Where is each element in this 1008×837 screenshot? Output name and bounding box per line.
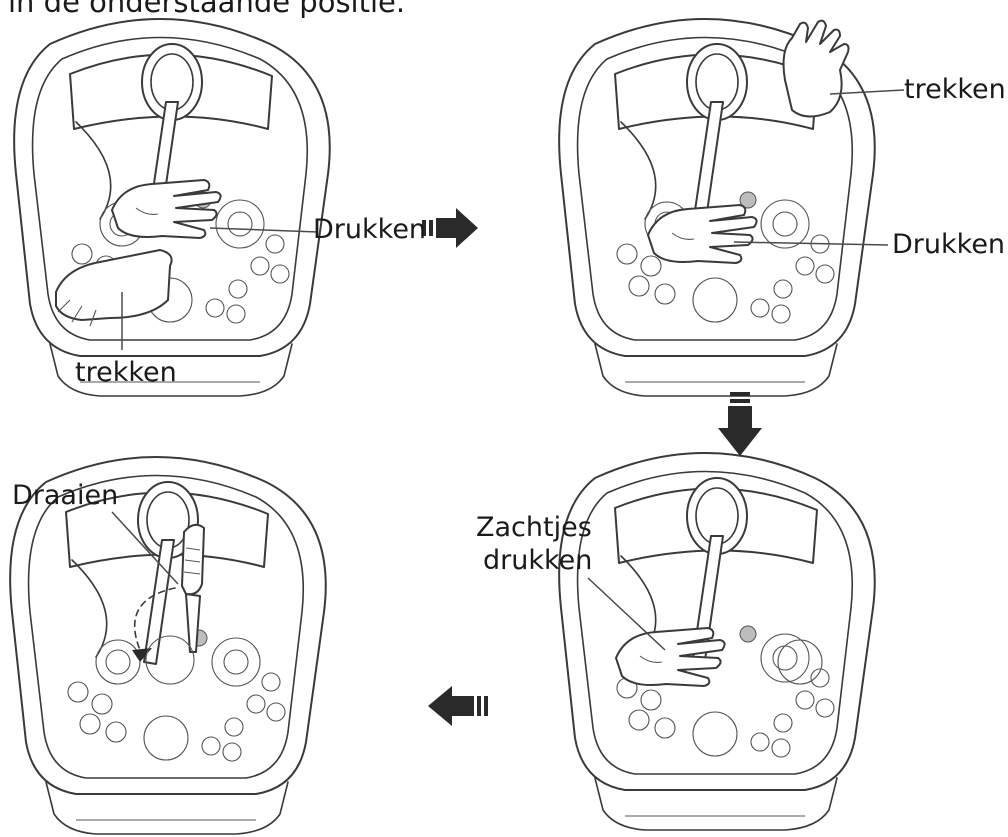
label-press: drukken: [483, 545, 592, 577]
label-push: Drukken: [313, 214, 426, 246]
tub-illustration: [559, 453, 875, 830]
tub-illustration: [10, 457, 326, 834]
arrow-right-icon: [422, 208, 478, 248]
label-pull: trekken: [75, 357, 177, 389]
tub-illustration: [559, 19, 904, 396]
label-pull: trekken: [904, 74, 1006, 106]
arrow-left-icon: [428, 686, 488, 726]
label-push: Drukken: [892, 229, 1005, 261]
tub-illustration: [14, 19, 330, 396]
arrow-down-icon: [718, 392, 762, 456]
label-rotate: Draaien: [12, 480, 118, 512]
label-gently: Zachtjes: [476, 512, 592, 544]
hand-icon: [784, 21, 849, 117]
